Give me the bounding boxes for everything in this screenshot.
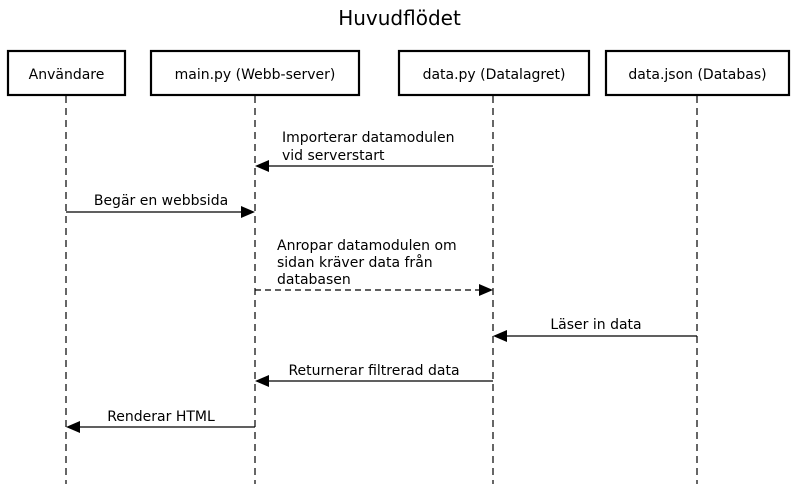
message-label-line: sidan kräver data från xyxy=(277,254,433,271)
message-5: Returnerar filtrerad data xyxy=(255,363,493,387)
message-label: Anropar datamodulen om sidan kräver data… xyxy=(277,238,461,288)
arrowhead-icon xyxy=(241,206,255,218)
message-label-line: Begär en webbsida xyxy=(94,193,228,209)
participant-user: Användare xyxy=(6,49,127,97)
participant-box xyxy=(604,49,791,97)
message-label: Importerar datamodulen vid serverstart xyxy=(282,130,459,164)
arrowhead-icon xyxy=(66,421,80,433)
participant-box xyxy=(6,49,127,97)
participant-data: data.py (Datalagret) xyxy=(397,49,591,97)
participant-main: main.py (Webb-server) xyxy=(149,49,361,97)
participant-label: main.py (Webb-server) xyxy=(175,67,336,83)
arrowhead-icon xyxy=(255,375,269,387)
participant-box xyxy=(397,49,591,97)
message-label-line: Importerar datamodulen xyxy=(282,130,455,146)
message-label-line: Renderar HTML xyxy=(107,409,215,425)
message-label-line: vid serverstart xyxy=(282,148,385,164)
message-label: Renderar HTML xyxy=(107,409,215,425)
message-label-line: databasen xyxy=(277,272,351,288)
participant-json: data.json (Databas) xyxy=(604,49,791,97)
participant-label: data.py (Datalagret) xyxy=(423,67,566,83)
message-label-line: Returnerar filtrerad data xyxy=(288,363,459,379)
message-label: Begär en webbsida xyxy=(94,193,228,209)
message-label-line: Läser in data xyxy=(550,317,641,333)
message-3: Anropar datamodulen om sidan kräver data… xyxy=(255,238,493,296)
message-label: Läser in data xyxy=(550,317,641,333)
message-2: Begär en webbsida xyxy=(66,193,255,218)
message-6: Renderar HTML xyxy=(66,409,255,433)
participant-label: data.json (Databas) xyxy=(628,67,766,83)
message-label: Returnerar filtrerad data xyxy=(288,363,459,379)
arrowhead-icon xyxy=(493,330,507,342)
participant-box xyxy=(149,49,361,97)
message-1: Importerar datamodulen vid serverstart xyxy=(255,130,493,172)
message-label-line: Anropar datamodulen om xyxy=(277,238,457,254)
messages: Importerar datamodulen vid serverstart B… xyxy=(66,130,697,433)
message-4: Läser in data xyxy=(493,317,697,342)
arrowhead-icon xyxy=(255,160,269,172)
arrowhead-icon xyxy=(479,284,493,296)
participant-label: Användare xyxy=(29,67,105,83)
diagram-title: Huvudflödet xyxy=(338,6,461,30)
participants: Användare main.py (Webb-server) data.py … xyxy=(6,49,791,97)
